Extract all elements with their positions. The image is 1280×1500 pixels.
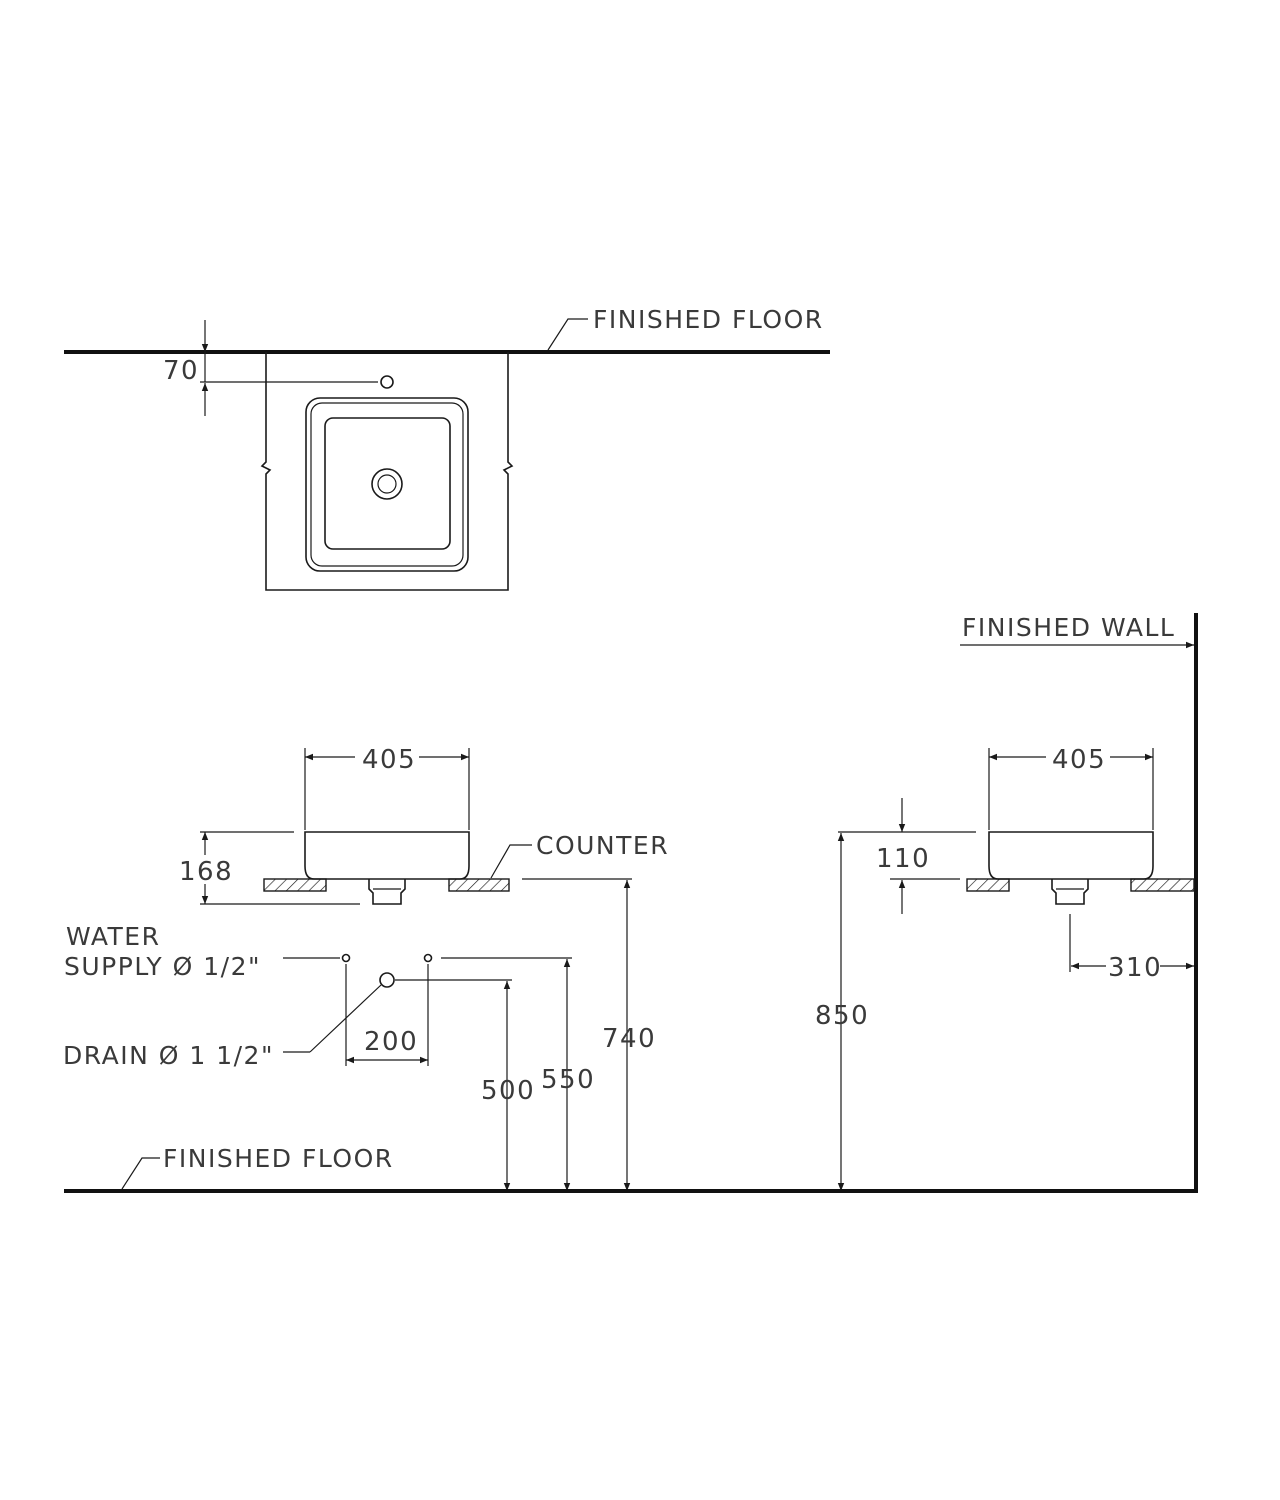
- side-elevation: FINISHED WALL 405 110 310 850: [815, 613, 1198, 1193]
- supply-spacing-value: 200: [364, 1027, 418, 1057]
- water-supply-right: [423, 953, 433, 963]
- basin-rim-inner: [310, 402, 464, 567]
- drain-body-side: [1051, 879, 1089, 905]
- finished-floor-leader-top: [547, 318, 588, 351]
- tap-offset-value: 70: [163, 356, 199, 386]
- front-elevation: 405 168 COUNTER WATER SUPPLY Ø 1/2" DRAI…: [63, 745, 669, 1191]
- counter-label: COUNTER: [536, 831, 669, 860]
- finished-floor-label-bottom: FINISHED FLOOR: [163, 1144, 394, 1173]
- counter-left-side: [966, 878, 1010, 892]
- finished-floor-leader-bottom: [121, 1157, 160, 1190]
- water-supply-label-line1: WATER: [66, 922, 160, 951]
- counter-outline-plan: [260, 352, 514, 591]
- tap-hole: [380, 375, 394, 389]
- basin-body-side: [988, 831, 1154, 880]
- drain-inner-circle: [377, 474, 397, 494]
- supply-height-value: 550: [541, 1065, 595, 1095]
- width-front-value: 405: [362, 745, 416, 775]
- water-supply-left: [341, 953, 351, 963]
- basin-bowl: [324, 417, 451, 550]
- drain-wall-value: 310: [1108, 953, 1162, 983]
- above-counter-value: 110: [876, 844, 930, 874]
- finished-wall-label: FINISHED WALL: [962, 613, 1175, 642]
- drain-outer-circle: [371, 468, 403, 500]
- plan-view: FINISHED FLOOR 70: [64, 305, 830, 591]
- rim-height-value: 850: [815, 1001, 869, 1031]
- height-front-value: 168: [179, 857, 233, 887]
- drain-outlet: [379, 972, 395, 988]
- counter-left-front: [263, 878, 327, 892]
- counter-leader: [490, 844, 532, 879]
- finished-floor-bottom: FINISHED FLOOR: [64, 1144, 1198, 1193]
- basin-outer-rim: [305, 397, 469, 572]
- water-supply-label-line2: SUPPLY Ø 1/2": [64, 952, 261, 981]
- counter-right-side: [1130, 878, 1195, 892]
- drain-label: DRAIN Ø 1 1/2": [63, 1041, 274, 1070]
- counter-height-value: 740: [602, 1024, 656, 1054]
- basin-body-front: [304, 831, 470, 880]
- width-side-value: 405: [1052, 745, 1106, 775]
- finished-floor-label-top: FINISHED FLOOR: [593, 305, 824, 334]
- drain-body-front: [368, 879, 406, 905]
- drain-height-value: 500: [481, 1076, 535, 1106]
- counter-right-front: [448, 878, 510, 892]
